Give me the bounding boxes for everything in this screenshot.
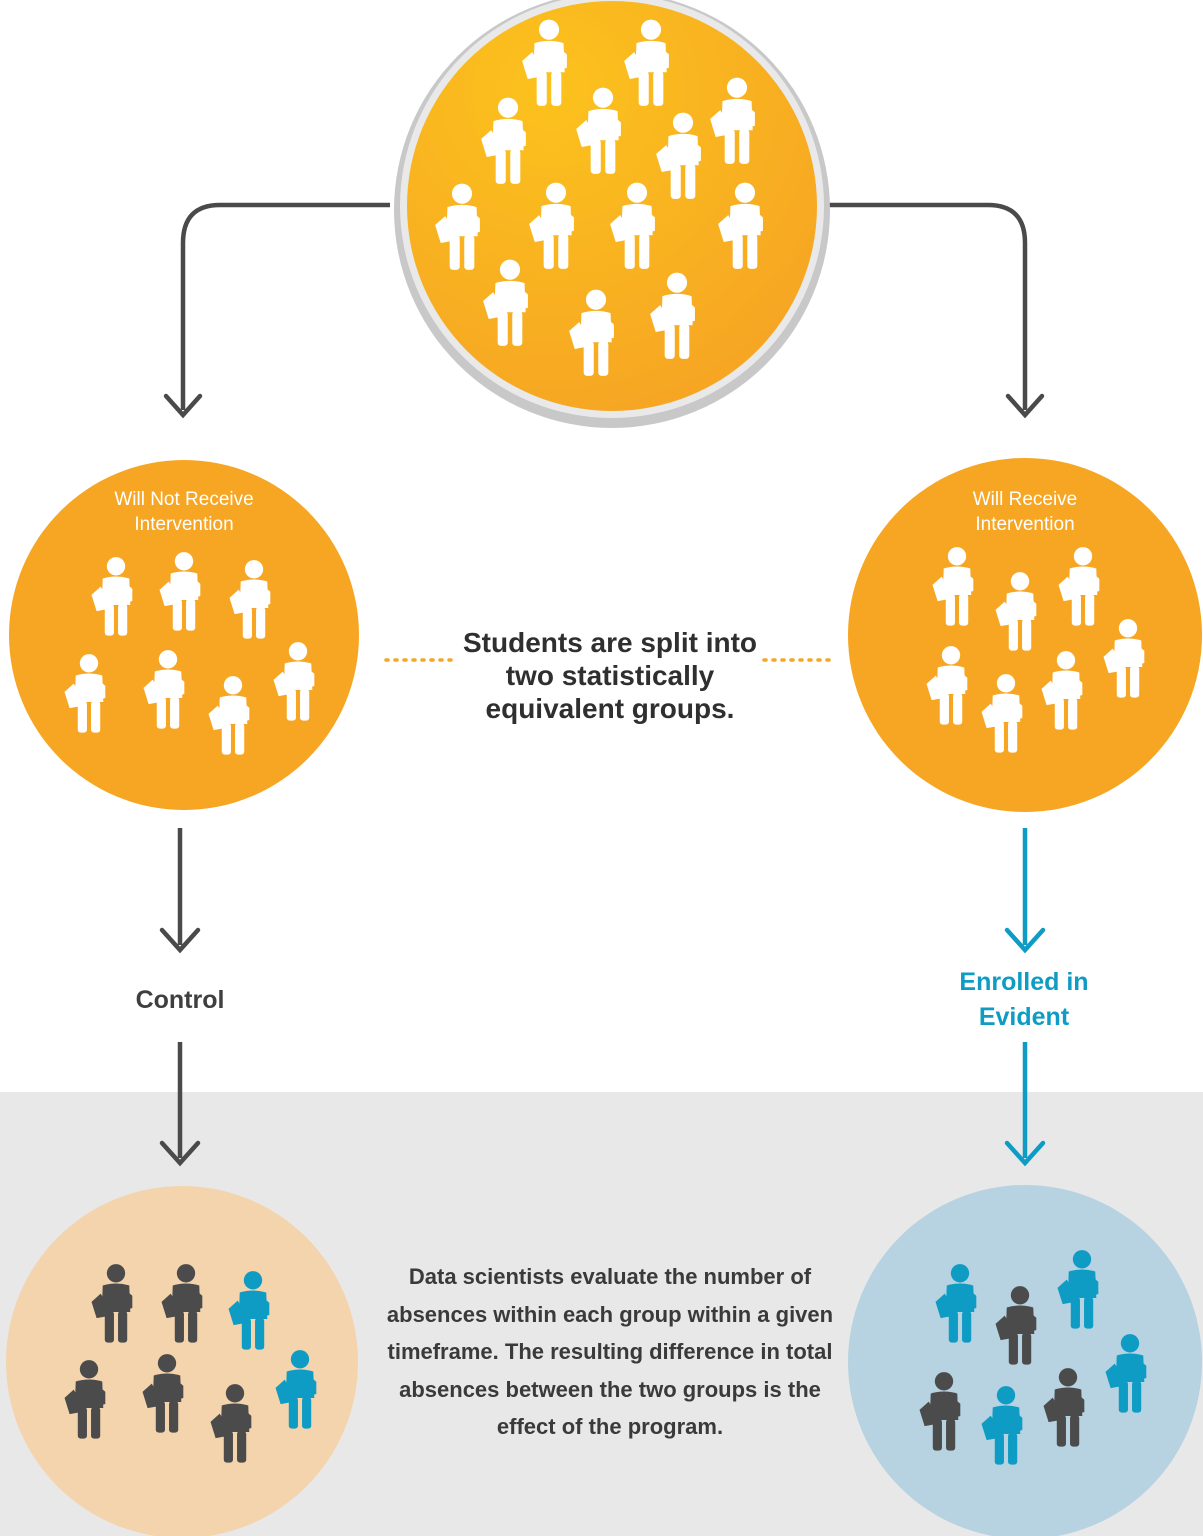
arrow-control-to-outcome-head (159, 1140, 201, 1167)
enrolled-label-line2: Evident (978, 1003, 1070, 1031)
treatment-group-title-line1: Will Receive (972, 489, 1078, 510)
control-group-title-line2: Intervention (134, 514, 234, 535)
arrow-to-enrolled-head (1004, 927, 1046, 954)
control-label: Control (135, 986, 225, 1014)
arrow-enrolled-to-outcome-head (1004, 1140, 1046, 1167)
control-outcome-circle (6, 1186, 358, 1536)
arrow-to-control-group-head (163, 393, 203, 419)
arrow-to-control-group (180, 202, 390, 410)
arrow-to-treatment-group (820, 202, 1028, 410)
arrow-to-control-head (159, 927, 201, 954)
evaluation-description: Data scientists evaluate the number of a… (386, 1264, 834, 1439)
control-group-title-line1: Will Not Receive (114, 489, 254, 510)
treatment-group-title-line2: Intervention (975, 514, 1075, 535)
arrow-to-treatment-group-head (1005, 393, 1045, 419)
split-description: Students are split into two statisticall… (462, 627, 758, 724)
treatment-group-title: Will Receive Intervention (915, 487, 1135, 537)
enrolled-label: Enrolled in Evident (924, 965, 1124, 1035)
control-group-title: Will Not Receive Intervention (74, 487, 294, 537)
enrolled-label-line1: Enrolled in (959, 968, 1089, 996)
